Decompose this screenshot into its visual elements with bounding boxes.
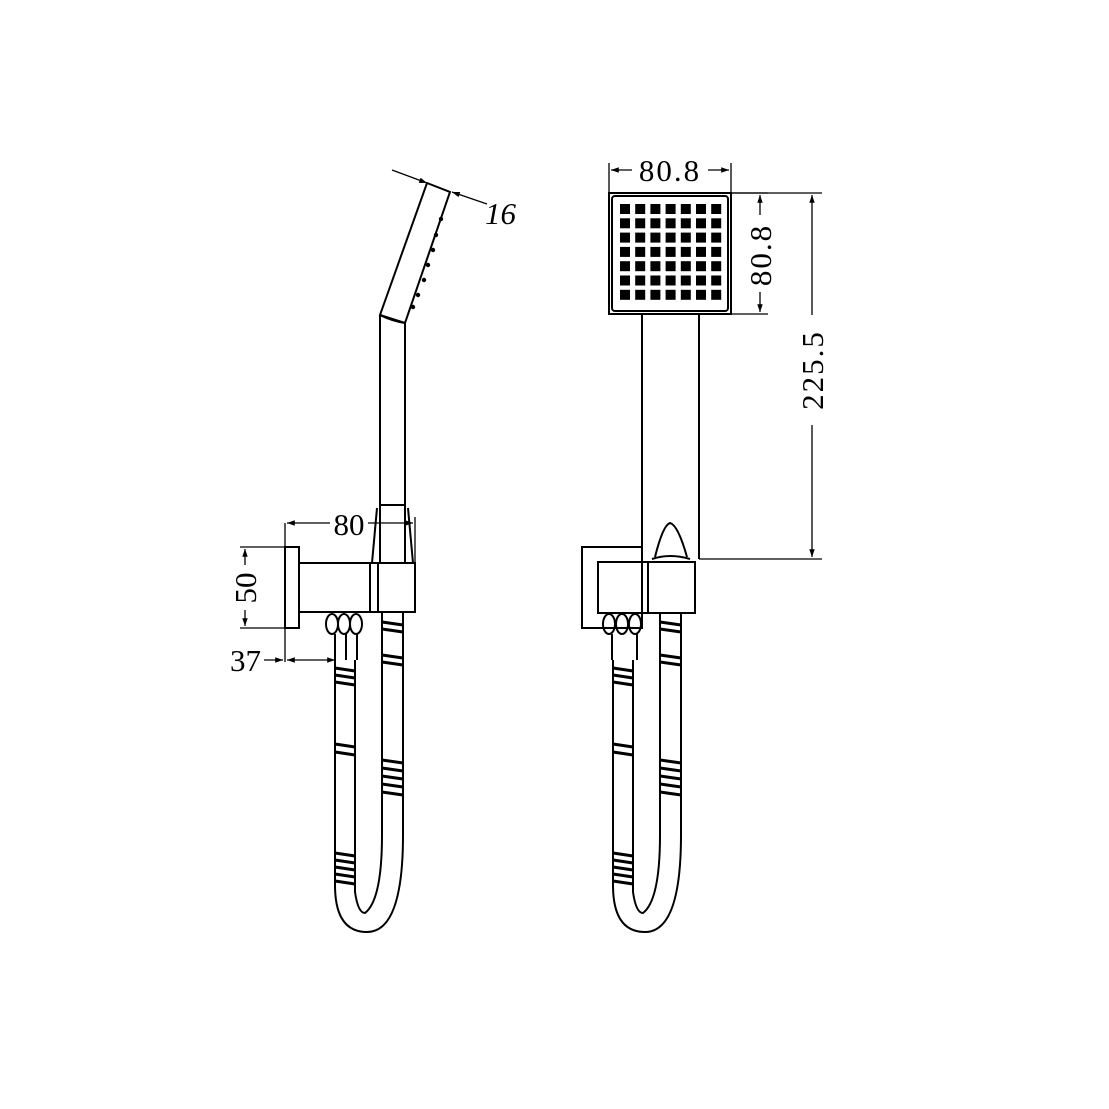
dimension-label: 225.5 [795,330,830,410]
spray-nozzle [620,289,630,300]
spray-nozzle [711,204,722,214]
spray-nozzle [635,232,646,243]
spray-nozzle [680,218,691,229]
spray-nozzle [635,275,646,286]
spray-nozzle [620,218,630,229]
dimension-label: 80.8 [639,153,701,188]
spray-nozzle [711,246,722,257]
hex-nut-side [325,613,363,660]
spray-nozzle [635,204,646,214]
handle-front [641,314,700,560]
hex-nut-front [602,613,642,660]
spray-nozzle [620,275,630,286]
dimension-head-width: 80.8 [608,153,732,193]
wall-plate-side [284,546,300,629]
bracket-body-side [298,562,416,613]
spray-nozzle [696,218,706,229]
spray-nozzle [620,261,630,272]
handle-side [371,315,414,564]
hose-front [612,613,682,934]
handshower-head-side [378,181,452,325]
spray-nozzle [650,246,661,257]
wall-plate-front [581,546,643,629]
hose-stripes-side [334,620,404,886]
front-view: 80.8 80.8 225.5 [581,153,830,934]
spray-nozzle [696,246,706,257]
dimension-label: 37 [230,643,261,678]
dimension-plate-height: 50 [228,546,285,629]
dimension-label: 16 [485,196,517,231]
bracket-body-front [597,561,696,614]
spray-nozzle [665,246,676,257]
handshower-head-front [608,192,732,315]
spray-nozzles-side [410,216,444,310]
spray-nozzle [650,261,661,272]
dimension-label: 80.8 [743,224,778,286]
spray-nozzle [650,204,661,214]
spray-nozzle [665,204,676,214]
dimension-label: 50 [228,573,263,604]
spray-nozzle [696,289,706,300]
spray-nozzle [680,275,691,286]
spray-nozzle-grid [620,204,722,300]
spray-nozzle [680,246,691,257]
spray-nozzle [650,218,661,229]
spray-nozzle [650,289,661,300]
spray-nozzle [665,218,676,229]
spray-nozzle [620,246,630,257]
spray-nozzle [680,232,691,243]
spray-nozzle [711,218,722,229]
dimension-bracket-projection: 80 [284,507,416,662]
spray-nozzle [665,232,676,243]
spray-nozzle [711,289,722,300]
dimension-outlet-offset: 37 [230,643,335,678]
spray-nozzle [665,275,676,286]
hose-side [334,612,404,934]
spray-nozzle [711,232,722,243]
spray-nozzle [696,275,706,286]
spray-nozzle [665,289,676,300]
spray-nozzle [696,261,706,272]
dimension-head-thickness: 16 [391,169,517,231]
dimension-label: 80 [334,507,365,542]
spray-nozzle [635,218,646,229]
dimension-overall-height: 225.5 [699,192,830,560]
spray-nozzle [635,246,646,257]
spray-nozzle [680,289,691,300]
dimension-head-height: 80.8 [731,192,778,315]
side-view: 16 80 50 37 [228,169,517,934]
spray-nozzle [680,204,691,214]
spray-nozzle [650,275,661,286]
spray-nozzle [711,275,722,286]
spray-nozzle [696,204,706,214]
spray-nozzle [635,261,646,272]
spray-nozzle [650,232,661,243]
spray-nozzle [711,261,722,272]
hose-stripes-front [612,620,682,886]
spray-nozzle [635,289,646,300]
spray-nozzle [620,204,630,214]
spray-nozzle [620,232,630,243]
spray-nozzle [696,232,706,243]
spray-nozzle [665,261,676,272]
spray-nozzle [680,261,691,272]
